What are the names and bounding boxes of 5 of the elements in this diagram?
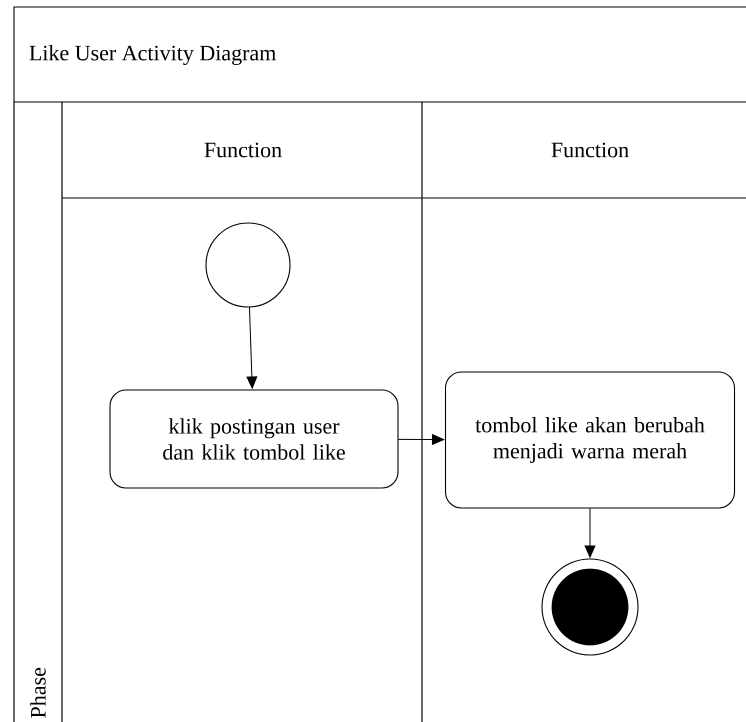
phase-band: Phase (13, 101, 63, 722)
action-box: tombol like akan berubah menjadi warna merah (444, 371, 736, 509)
start-circle (205, 222, 291, 308)
end-bullseye (541, 558, 639, 656)
action-box: klik postingan user dan klik tombol like (109, 389, 399, 489)
